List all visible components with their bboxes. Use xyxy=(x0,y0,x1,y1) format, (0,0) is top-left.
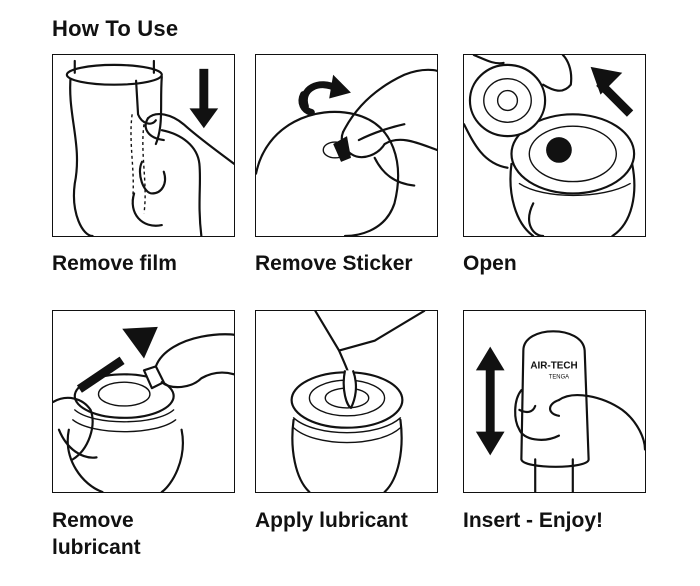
product-sub-label: TENGA xyxy=(549,374,569,380)
step-caption-open: Open xyxy=(463,252,517,275)
step-caption-remove-film: Remove film xyxy=(52,252,177,275)
page-title: How To Use xyxy=(52,16,179,41)
step-caption-insert-enjoy: Insert - Enjoy! xyxy=(463,509,604,532)
step-apply-lubricant-illustration xyxy=(255,310,438,493)
step-caption-remove-lubricant: Remove lubricant xyxy=(52,507,141,561)
step-caption-remove-sticker: Remove Sticker xyxy=(255,252,413,275)
step-insert-enjoy-illustration: AIR-TECH TENGA xyxy=(463,310,646,493)
step-remove-lubricant-illustration xyxy=(52,310,235,493)
step-remove-film-illustration xyxy=(52,54,235,237)
step-caption-remove-lubricant-line2: lubricant xyxy=(52,536,141,559)
step-caption-remove-lubricant-line1: Remove xyxy=(52,509,134,532)
step-open-illustration xyxy=(463,54,646,237)
step-caption-apply-lubricant: Apply lubricant xyxy=(255,509,408,532)
step-remove-sticker-illustration xyxy=(255,54,438,237)
product-brand-label: AIR-TECH xyxy=(530,360,577,371)
